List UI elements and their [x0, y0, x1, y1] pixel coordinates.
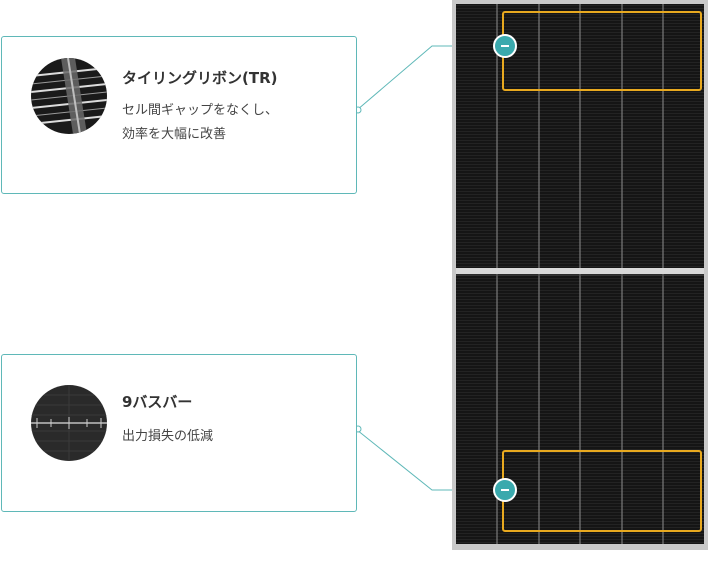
highlight-box-top	[502, 11, 702, 91]
solar-panel-icon	[452, 0, 708, 550]
highlight-box-bottom	[502, 450, 702, 532]
feature-card-tiling-ribbon: タイリングリボン(TR) セル間ギャップをなくし、 効率を大幅に改善	[1, 36, 357, 194]
busbar-closeup-icon	[31, 385, 107, 461]
minus-icon[interactable]	[493, 478, 517, 502]
feature-description-line: 効率を大幅に改善	[122, 127, 227, 142]
feature-card-busbar: 9バスバー 出力損失の低減	[1, 354, 357, 512]
feature-title: タイリングリボン(TR)	[122, 69, 278, 87]
tiling-ribbon-closeup-icon	[31, 58, 107, 134]
feature-title: 9バスバー	[122, 393, 193, 411]
feature-description-line: 出力損失の低減	[122, 429, 214, 444]
minus-icon[interactable]	[493, 34, 517, 58]
feature-description-line: セル間ギャップをなくし、	[122, 103, 279, 118]
feature-description: 出力損失の低減	[122, 425, 342, 449]
feature-description: セル間ギャップをなくし、 効率を大幅に改善	[122, 99, 342, 147]
solar-panel-surface	[456, 4, 704, 544]
